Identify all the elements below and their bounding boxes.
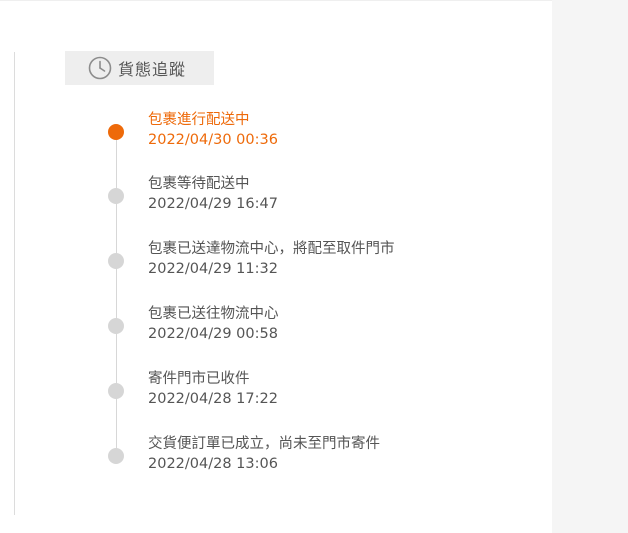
timeline-event: 包裹進行配送中 2022/04/30 00:36 (0, 112, 552, 158)
tracking-title: 貨態追蹤 (118, 60, 187, 79)
timeline-event: 寄件門市已收件 2022/04/28 17:22 (0, 371, 552, 417)
timeline-event: 包裹已送達物流中心，將配至取件門市 2022/04/29 11:32 (0, 241, 552, 287)
event-time: 2022/04/29 00:58 (148, 326, 278, 342)
event-time: 2022/04/28 13:06 (148, 456, 278, 472)
event-time: 2022/04/28 17:22 (148, 391, 278, 407)
event-status: 包裹已送達物流中心，將配至取件門市 (148, 241, 395, 257)
event-time: 2022/04/29 11:32 (148, 261, 278, 277)
clock-icon (88, 56, 112, 80)
timeline-event: 交貨便訂單已成立，尚未至門市寄件 2022/04/28 13:06 (0, 436, 552, 482)
event-status: 包裹進行配送中 (148, 112, 250, 128)
right-side-panel (552, 0, 628, 533)
tracking-header: 貨態追蹤 (65, 51, 214, 85)
top-divider (0, 0, 552, 1)
timeline-dot (108, 448, 124, 464)
timeline-dot (108, 383, 124, 399)
timeline-dot (108, 188, 124, 204)
event-status: 交貨便訂單已成立，尚未至門市寄件 (148, 436, 380, 452)
event-time: 2022/04/30 00:36 (148, 132, 278, 148)
timeline-connector (116, 126, 117, 451)
event-status: 包裹已送往物流中心 (148, 306, 279, 322)
timeline-event: 包裹已送往物流中心 2022/04/29 00:58 (0, 306, 552, 352)
left-border-rule (14, 52, 15, 515)
timeline-event: 包裹等待配送中 2022/04/29 16:47 (0, 176, 552, 222)
event-status: 包裹等待配送中 (148, 176, 250, 192)
event-status: 寄件門市已收件 (148, 371, 250, 387)
timeline-dot (108, 253, 124, 269)
timeline-dot-active (108, 124, 124, 140)
event-time: 2022/04/29 16:47 (148, 196, 278, 212)
timeline-dot (108, 318, 124, 334)
